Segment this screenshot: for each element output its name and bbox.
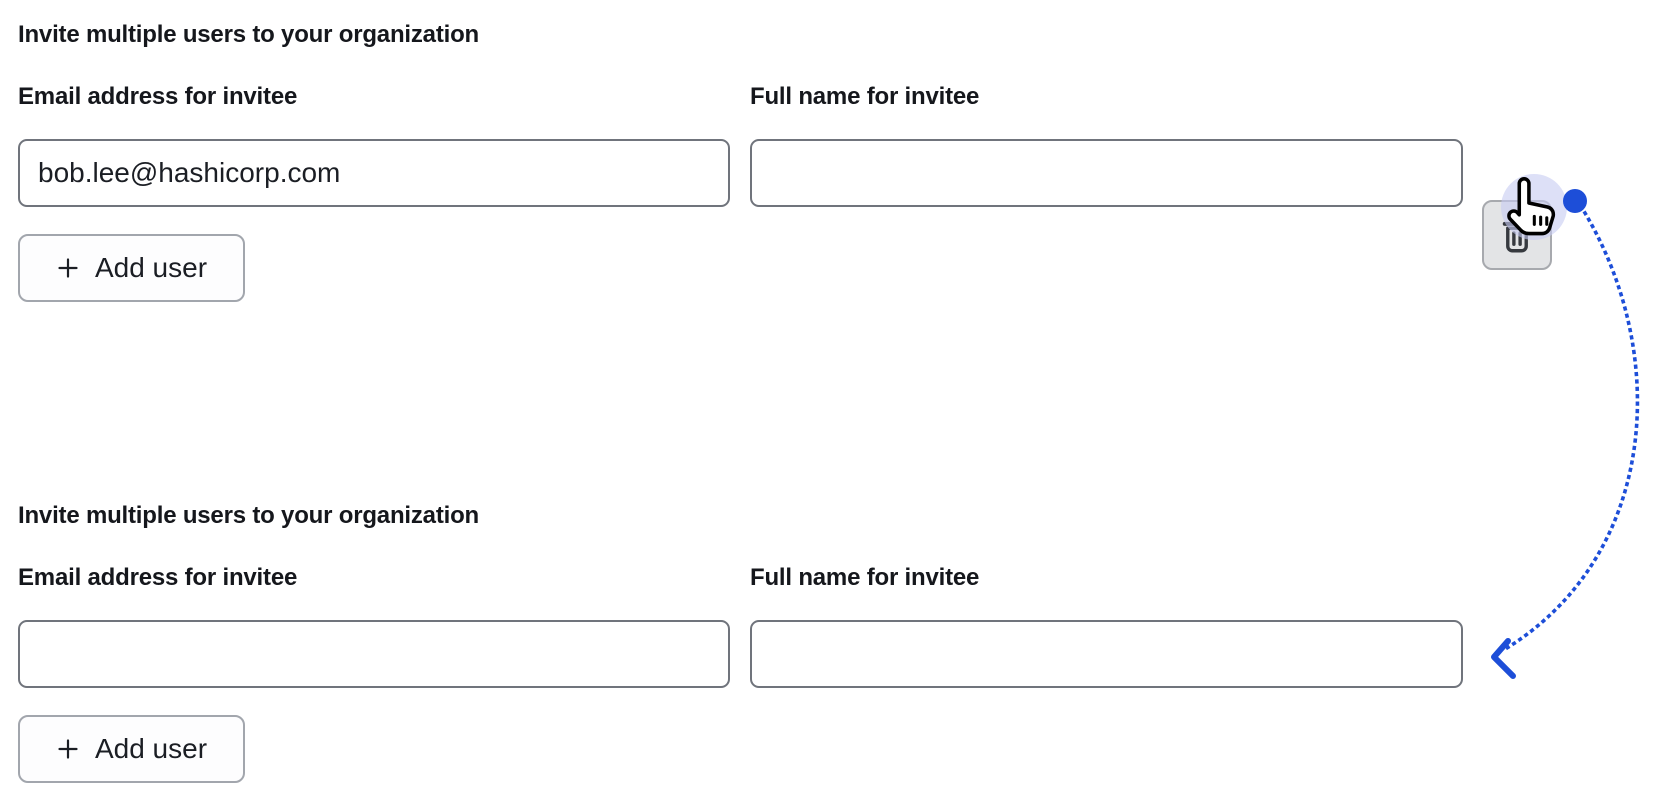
form-actions: Add user [18,715,1658,783]
plus-icon [58,739,78,759]
form-fields-row: Email address for invitee Full name for … [18,563,1658,688]
trash-icon [1502,217,1532,253]
form-heading: Invite multiple users to your organizati… [18,21,479,48]
add-user-button[interactable]: Add user [18,234,245,302]
fullname-label: Full name for invitee [750,564,980,591]
fullname-field: Full name for invitee [750,563,1463,688]
email-input[interactable] [18,620,730,688]
form-fields-row: Email address for invitee Full name for … [18,82,1658,270]
fullname-input[interactable] [750,139,1463,207]
delete-row-button[interactable] [1482,200,1552,270]
form-heading: Invite multiple users to your organizati… [18,502,479,529]
plus-icon [58,258,78,278]
fullname-label: Full name for invitee [750,83,980,110]
form-actions: Add user [18,234,1658,302]
add-user-button[interactable]: Add user [18,715,245,783]
email-field: Email address for invitee [18,82,730,207]
invite-form-before: Invite multiple users to your organizati… [18,20,1658,302]
fullname-field: Full name for invitee [750,82,1463,207]
email-input[interactable] [18,139,730,207]
email-field: Email address for invitee [18,563,730,688]
fullname-input[interactable] [750,620,1463,688]
email-label: Email address for invitee [18,564,298,591]
email-label: Email address for invitee [18,83,298,110]
add-user-label: Add user [94,733,208,764]
add-user-label: Add user [94,252,208,283]
invite-form-after: Invite multiple users to your organizati… [18,501,1658,783]
